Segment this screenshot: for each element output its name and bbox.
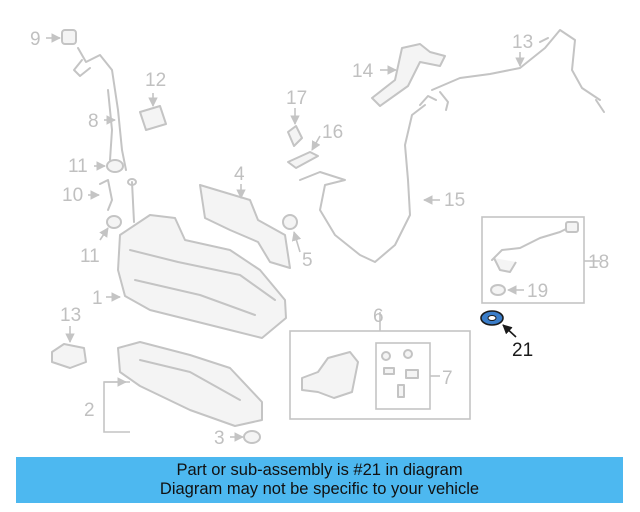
- banner-line-2: Diagram may not be specific to your vehi…: [159, 480, 480, 498]
- callout-4: 4: [234, 164, 245, 185]
- callout-9: 9: [30, 29, 41, 50]
- callout-2: 2: [84, 400, 95, 421]
- callout-17: 16: [322, 122, 343, 143]
- callout-3: 3: [214, 428, 225, 449]
- part-16-fuel-line[interactable]: 15: [299, 95, 465, 263]
- callout-20: 19: [527, 281, 548, 302]
- part-6-assembly-box[interactable]: 6 7: [289, 306, 471, 420]
- part-15-bracket[interactable]: 14: [352, 43, 446, 107]
- part-10-hose[interactable]: 10: [62, 179, 113, 211]
- callout-19: 18: [588, 252, 609, 273]
- callout-12: 12: [145, 70, 166, 91]
- callout-14: 13: [512, 32, 533, 53]
- part-11-clamp-upper[interactable]: 11: [68, 156, 124, 177]
- part-18-fitting[interactable]: 17: [286, 88, 307, 147]
- part-3-bolt[interactable]: 3: [214, 428, 261, 449]
- callout-16: 15: [444, 190, 465, 211]
- callout-13: 13: [60, 305, 81, 326]
- part-12-bracket[interactable]: 12: [139, 70, 167, 131]
- part-14-harness[interactable]: 13: [431, 29, 605, 113]
- callout-1: 1: [92, 288, 103, 309]
- part-1-fuel-tank[interactable]: 1: [92, 178, 287, 339]
- callout-18: 17: [286, 88, 307, 109]
- part-19-sensor-box[interactable]: 18 19: [481, 216, 609, 304]
- callout-7: 7: [442, 368, 453, 389]
- part-13-mount-pad[interactable]: 13: [51, 305, 87, 369]
- part-2-shield[interactable]: 2: [84, 341, 263, 433]
- part-5-washer[interactable]: 5: [282, 214, 313, 271]
- part-4-bracket[interactable]: 4: [199, 164, 291, 269]
- callout-21: 21: [512, 340, 533, 361]
- callout-10: 10: [62, 185, 83, 206]
- parts-diagram: 9 8 12 11 10 11 1: [30, 29, 609, 449]
- part-11-clamp-lower[interactable]: 11: [80, 215, 122, 267]
- part-9-connector[interactable]: 9: [30, 29, 77, 50]
- callout-8: 8: [88, 111, 99, 132]
- callout-15: 14: [352, 61, 374, 82]
- part-17-clip[interactable]: 16: [287, 122, 343, 169]
- part-8-vent-hose[interactable]: 8: [73, 47, 127, 171]
- callout-11a: 11: [68, 156, 88, 177]
- info-banner: Part or sub-assembly is #21 in diagram D…: [16, 457, 623, 503]
- callout-11b: 11: [80, 246, 100, 267]
- callout-5: 5: [302, 250, 313, 271]
- part-21-highlighted[interactable]: 21: [480, 310, 533, 361]
- callout-6: 6: [373, 306, 384, 327]
- banner-line-1: Part or sub-assembly is #21 in diagram: [176, 461, 463, 479]
